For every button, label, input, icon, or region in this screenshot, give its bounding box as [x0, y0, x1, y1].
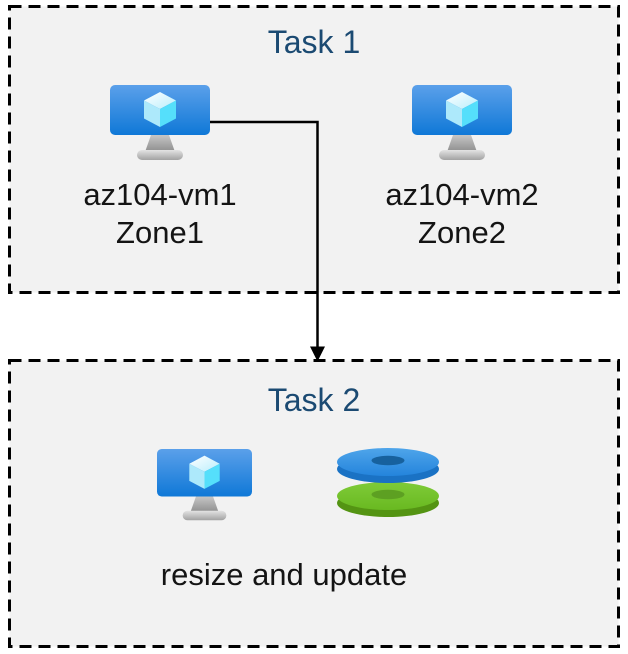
disks-icon [337, 448, 439, 517]
flow-arrow [210, 120, 325, 362]
task2-title: Task 2 [267, 382, 361, 418]
task2-box [8, 359, 620, 648]
task1-title: Task 1 [267, 24, 361, 60]
task1-box [8, 5, 620, 294]
vm2-name-label: az104-vm2 [385, 177, 539, 212]
task2-caption: resize and update [160, 557, 408, 592]
vm1-name-label: az104-vm1 [83, 177, 237, 212]
vm1-zone-label: Zone1 [116, 215, 204, 250]
vm2-zone-label: Zone2 [418, 215, 506, 250]
